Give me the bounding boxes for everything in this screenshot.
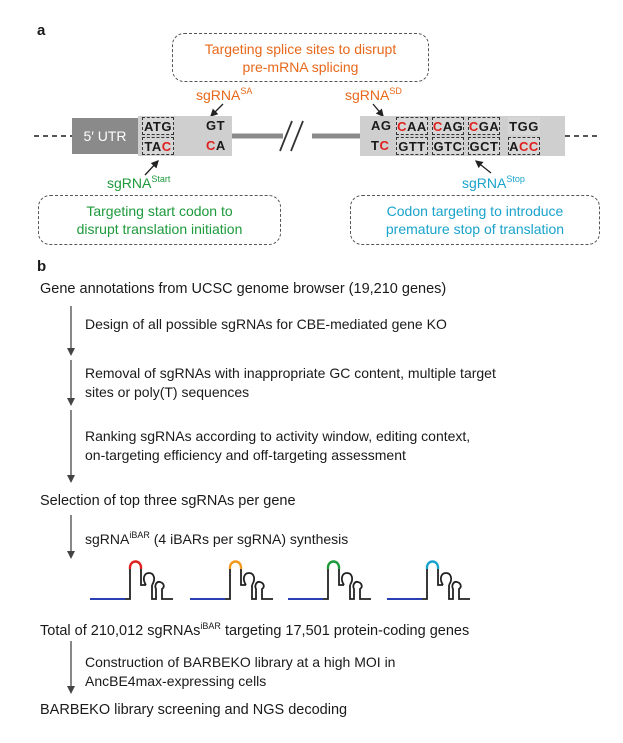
sgrna-hairpin-1 — [90, 560, 173, 600]
workflow-step-total: Total of 210,012 sgRNAsiBAR targeting 17… — [40, 621, 470, 639]
splice-callout-line-1: Targeting splice sites to disrupt — [204, 40, 397, 57]
break-mark-1 — [279, 120, 293, 152]
sgrna-sd-label: sgRNASD — [345, 86, 402, 103]
sgrna-stop-arrow — [474, 160, 492, 174]
sgrna-hairpin-2 — [190, 560, 273, 600]
utr-block: 5′ UTR — [72, 118, 138, 154]
start-callout-line-2: disrupt translation initiation — [76, 221, 243, 237]
sgrna-start-label: sgRNAStart — [107, 174, 171, 191]
sgrna-stop-label: sgRNAStop — [462, 174, 525, 191]
workflow-arrow-5-head — [67, 686, 75, 694]
workflow-step-gene-annotations: Gene annotations from UCSC genome browse… — [40, 281, 447, 297]
sgrna-sa-arrow — [210, 103, 224, 117]
workflow-substep-design: Design of all possible sgRNAs for CBE-me… — [85, 316, 447, 332]
workflow-substep-removal: Removal of sgRNAs with inappropriate GC … — [85, 365, 496, 400]
sgrna-start-arrow — [144, 160, 159, 176]
start-codon-top: ATG — [142, 117, 174, 135]
stop-codon-bottom-1: GTT — [396, 137, 428, 155]
sgrna-sa-label: sgRNASA — [196, 86, 253, 103]
start-callout: Targeting start codon to disrupt transla… — [38, 195, 281, 245]
splice-donor-top: AG — [371, 118, 392, 133]
stop-codon-bottom-2: GTC — [432, 137, 464, 155]
workflow-arrow-4-head — [67, 551, 75, 559]
sgrna-hairpins — [90, 560, 470, 600]
sgrna-hairpin-3 — [288, 560, 371, 600]
workflow-arrows — [67, 306, 75, 694]
splice-callout: Targeting splice sites to disrupt pre-mR… — [172, 33, 429, 82]
sgrna-hairpin-4 — [387, 560, 470, 600]
stop-codon-bottom-3: GCT — [468, 137, 500, 155]
stop-codon-top-4: TGG — [508, 117, 540, 135]
gene-schematic-lines — [34, 103, 600, 176]
stop-callout-line-1: Codon targeting to introduce — [386, 203, 564, 219]
panel-a-label: a — [37, 22, 46, 39]
workflow-step-selection: Selection of top three sgRNAs per gene — [40, 493, 296, 509]
stop-callout: Codon targeting to introduce premature s… — [350, 195, 600, 245]
workflow-arrow-1-head — [67, 348, 75, 356]
workflow-arrow-2-head — [67, 398, 75, 406]
workflow-substep-ranking: Ranking sgRNAs according to activity win… — [85, 428, 471, 463]
stop-callout-line-2: premature stop of translation — [385, 221, 565, 237]
workflow-arrow-3-head — [67, 475, 75, 483]
sgrna-sd-arrow — [372, 103, 384, 117]
splice-donor-bottom: TC — [371, 138, 390, 153]
break-mark-2 — [290, 120, 304, 152]
workflow-substep-synthesis: sgRNAiBAR (4 iBARs per sgRNA) synthesis — [85, 530, 349, 547]
start-callout-line-1: Targeting start codon to — [86, 203, 233, 219]
workflow-substep-construction: Construction of BARBEKO library at a hig… — [85, 654, 396, 689]
splice-acceptor-bottom: CA — [206, 138, 226, 153]
panel-b-label: b — [37, 258, 47, 275]
workflow-step-screening: BARBEKO library screening and NGS decodi… — [40, 702, 348, 718]
splice-callout-line-2: pre-mRNA splicing — [242, 58, 359, 75]
splice-acceptor-top: GT — [206, 118, 226, 133]
